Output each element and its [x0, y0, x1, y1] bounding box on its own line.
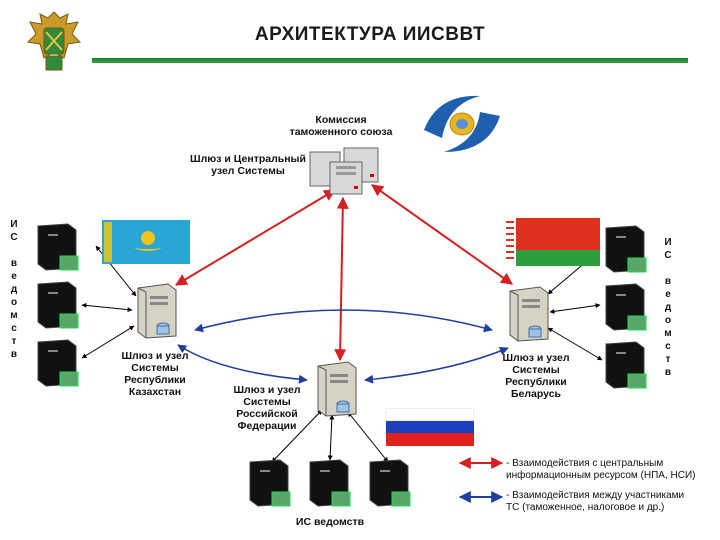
belarus-flag	[504, 218, 600, 266]
agency-workstation-left-2	[34, 280, 80, 332]
agency-workstation-right-1	[602, 224, 648, 276]
title-underline	[92, 58, 688, 63]
agency-workstation-left-1	[34, 222, 80, 274]
blue-link-kz-ru	[177, 344, 308, 384]
red-link-belarus	[371, 184, 513, 285]
agency-workstation-right-2	[602, 282, 648, 334]
agency-workstation-bottom-1	[246, 458, 292, 510]
agency-workstation-left-3	[34, 338, 80, 390]
emblem-logo	[24, 8, 84, 74]
russia-gateway-server	[310, 360, 360, 418]
kazakhstan-gateway-server	[130, 282, 180, 340]
blue-link-ru-by	[364, 346, 509, 384]
bottom-agency-systems-label: ИС ведомств	[295, 516, 365, 528]
agency-workstation-bottom-2	[306, 458, 352, 510]
page-title: АРХИТЕКТУРА ИИСВВТ	[254, 24, 486, 45]
agency-workstation-bottom-3	[366, 458, 412, 510]
agency-workstation-right-3	[602, 340, 648, 392]
red-link-kazakhstan	[174, 189, 337, 286]
russia-flag	[386, 408, 474, 446]
blue-link-kz-by	[194, 309, 493, 333]
eurasian-logo	[418, 90, 506, 158]
red-link-russia	[334, 196, 349, 362]
kazakhstan-flag	[102, 220, 190, 264]
belarus-gateway-server	[502, 285, 552, 343]
central-server-cluster	[308, 146, 382, 196]
